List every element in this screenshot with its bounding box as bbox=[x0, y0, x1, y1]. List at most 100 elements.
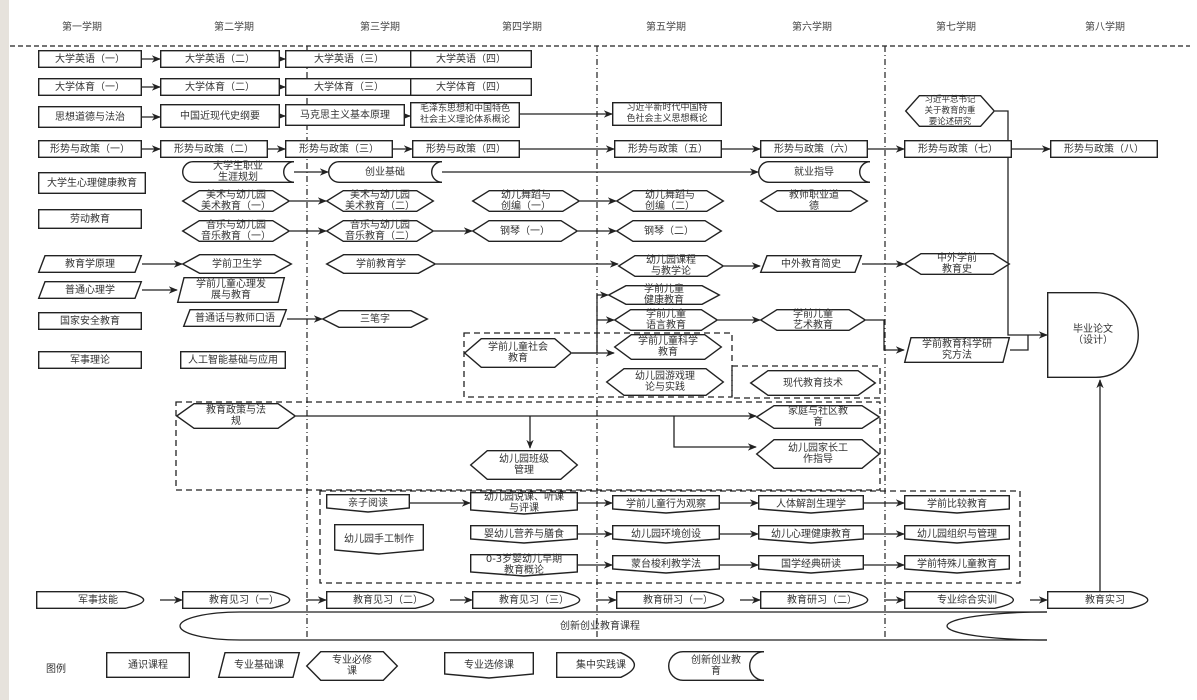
course-node-rect: 形势与政策（七） bbox=[903, 139, 1012, 159]
course-node-rect: 形势与政策（五） bbox=[613, 139, 722, 159]
flow-arrow bbox=[1010, 335, 1029, 351]
course-label: 0-3岁婴幼儿早期 教育概论 bbox=[485, 554, 563, 576]
course-node-rect: 人工智能基础与应用 bbox=[179, 350, 286, 370]
course-node-rect: 形势与政策（四） bbox=[411, 139, 520, 159]
course-label: 幼儿心理健康教育 bbox=[771, 528, 851, 540]
group-box-science bbox=[463, 332, 733, 398]
legend-item-scroll: 创新创业教 育 bbox=[668, 651, 765, 681]
course-node-term: 教育见习（三） bbox=[472, 591, 596, 609]
course-label: 形势与政策（四） bbox=[426, 143, 506, 155]
course-label: 教育学原理 bbox=[65, 258, 115, 270]
course-label: 通识课程 bbox=[128, 659, 168, 671]
course-label: 幼儿园组织与管理 bbox=[917, 528, 997, 540]
course-label: 大学体育（四） bbox=[436, 81, 506, 93]
course-label: 专业选修课 bbox=[464, 659, 514, 671]
course-label: 学前儿童心理发 展与教育 bbox=[196, 279, 266, 301]
course-node-para: 学前教育科学研 究方法 bbox=[903, 336, 1011, 363]
semester-header: 第一学期 bbox=[62, 22, 102, 33]
course-label: 集中实践课 bbox=[576, 659, 626, 671]
course-label: 创新创业教 育 bbox=[691, 655, 741, 677]
course-label: 学前教育科学研 究方法 bbox=[922, 339, 992, 361]
course-node-hex: 幼儿舞蹈与 创编（一） bbox=[471, 189, 581, 212]
course-node-flag: 婴幼儿营养与膳食 bbox=[469, 524, 579, 544]
course-label: 专业综合实训 bbox=[937, 594, 997, 606]
course-label: 婴幼儿营养与膳食 bbox=[484, 528, 564, 540]
course-label: 教育政策与法 规 bbox=[206, 405, 266, 427]
course-node-term: 教育实习 bbox=[1047, 591, 1163, 609]
course-label: 教师职业道 德 bbox=[789, 190, 839, 212]
course-label: 大学生职业 生涯规划 bbox=[213, 161, 263, 183]
course-label: 大学英语（四） bbox=[436, 53, 506, 65]
course-node-hex: 三笔字 bbox=[321, 309, 429, 328]
course-node-hex: 教师职业道 德 bbox=[759, 189, 869, 212]
course-label: 教育研习（二） bbox=[787, 594, 857, 606]
course-label: 形势与政策（八） bbox=[1064, 143, 1144, 155]
course-label: 形势与政策（二） bbox=[174, 143, 254, 155]
course-label: 学前儿童社会 教育 bbox=[488, 342, 548, 364]
course-label: 毛泽东思想和中国特色 社会主义理论体系概论 bbox=[419, 104, 510, 125]
course-node-para: 普通话与教师口语 bbox=[182, 308, 288, 327]
legend-item-rect: 通识课程 bbox=[105, 651, 190, 679]
group-box-policy bbox=[175, 401, 881, 491]
course-node-rect: 军事理论 bbox=[37, 350, 142, 370]
legend-item-para: 专业基础课 bbox=[217, 651, 301, 678]
course-label: 专业基础课 bbox=[234, 659, 284, 671]
course-label: 蒙台梭利教学法 bbox=[631, 558, 701, 570]
course-node-hex: 音乐与幼儿园 音乐教育（二） bbox=[325, 219, 435, 242]
course-node-hex: 学前儿童 艺术教育 bbox=[759, 308, 867, 331]
course-node-para: 普通心理学 bbox=[37, 280, 143, 299]
course-node-term: 教育见习（一） bbox=[182, 591, 306, 609]
course-label: 学前儿童 艺术教育 bbox=[793, 309, 833, 331]
course-label: 三笔字 bbox=[360, 313, 390, 325]
semester-header: 第五学期 bbox=[646, 22, 686, 33]
course-node-para: 学前儿童心理发 展与教育 bbox=[176, 276, 286, 303]
course-node-rect: 大学英语（二） bbox=[159, 49, 280, 69]
semester-header: 第八学期 bbox=[1085, 22, 1125, 33]
course-label: 习近平总书记 关于教育的重 要论述研究 bbox=[924, 94, 976, 127]
course-label: 人体解剖生理学 bbox=[776, 498, 846, 510]
course-label: 幼儿园课程 与教学论 bbox=[646, 255, 696, 277]
course-label: 人工智能基础与应用 bbox=[188, 354, 278, 366]
course-label: 教育实习 bbox=[1085, 594, 1125, 606]
course-node-flag: 幼儿园说课、听课 与评课 bbox=[469, 491, 579, 515]
course-node-flag: 0-3岁婴幼儿早期 教育概论 bbox=[469, 553, 579, 577]
course-node-flag: 亲子阅读 bbox=[325, 493, 411, 513]
course-label: 幼儿园手工制作 bbox=[344, 533, 414, 545]
course-label: 幼儿舞蹈与 创编（一） bbox=[501, 190, 551, 212]
course-node-hex: 幼儿园游戏理 论与实践 bbox=[605, 367, 725, 396]
course-label: 音乐与幼儿园 音乐教育（一） bbox=[201, 220, 271, 242]
course-label: 现代教育技术 bbox=[783, 377, 843, 389]
course-label: 幼儿园说课、听课 与评课 bbox=[484, 492, 564, 514]
course-label: 学前儿童行为观察 bbox=[626, 498, 706, 510]
course-label: 普通话与教师口语 bbox=[195, 312, 275, 324]
course-node-hex: 幼儿舞蹈与 创编（二） bbox=[615, 189, 725, 212]
course-label: 国家安全教育 bbox=[60, 315, 120, 327]
course-label: 思想道德与法治 bbox=[55, 111, 125, 123]
course-label: 亲子阅读 bbox=[348, 497, 388, 509]
course-label: 毕业论文 （设计） bbox=[1073, 324, 1113, 346]
course-node-rect: 大学体育（二） bbox=[159, 77, 280, 97]
course-label: 幼儿园家长工 作指导 bbox=[788, 443, 848, 465]
course-label: 美术与幼儿园 美术教育（二） bbox=[345, 190, 415, 212]
course-node-flag: 幼儿园组织与管理 bbox=[903, 524, 1011, 544]
course-node-hex: 教育政策与法 规 bbox=[175, 402, 297, 429]
course-node-hex: 习近平总书记 关于教育的重 要论述研究 bbox=[904, 94, 996, 127]
course-node-hex: 钢琴（二） bbox=[615, 219, 723, 242]
course-node-flag: 学前比较教育 bbox=[903, 494, 1011, 514]
course-label: 大学体育（二） bbox=[185, 81, 255, 93]
course-node-hex: 幼儿园班级 管理 bbox=[469, 449, 579, 480]
course-label: 学前教育学 bbox=[356, 258, 406, 270]
course-label: 教育见习（一） bbox=[209, 594, 279, 606]
course-node-rect: 形势与政策（三） bbox=[284, 139, 393, 159]
course-label: 大学体育（一） bbox=[55, 81, 125, 93]
course-node-hex: 学前教育学 bbox=[325, 253, 437, 274]
course-node-flag: 国学经典研读 bbox=[757, 554, 865, 574]
course-node-rect: 大学英语（三） bbox=[284, 49, 413, 69]
course-node-rect: 劳动教育 bbox=[37, 208, 142, 230]
flow-arrow bbox=[572, 291, 609, 354]
course-node-flag: 人体解剖生理学 bbox=[757, 494, 865, 514]
course-label: 军事技能 bbox=[78, 594, 118, 606]
course-node-hex: 美术与幼儿园 美术教育（一） bbox=[181, 189, 291, 212]
course-label: 形势与政策（三） bbox=[299, 143, 379, 155]
course-node-hex: 学前儿童 健康教育 bbox=[607, 284, 721, 306]
